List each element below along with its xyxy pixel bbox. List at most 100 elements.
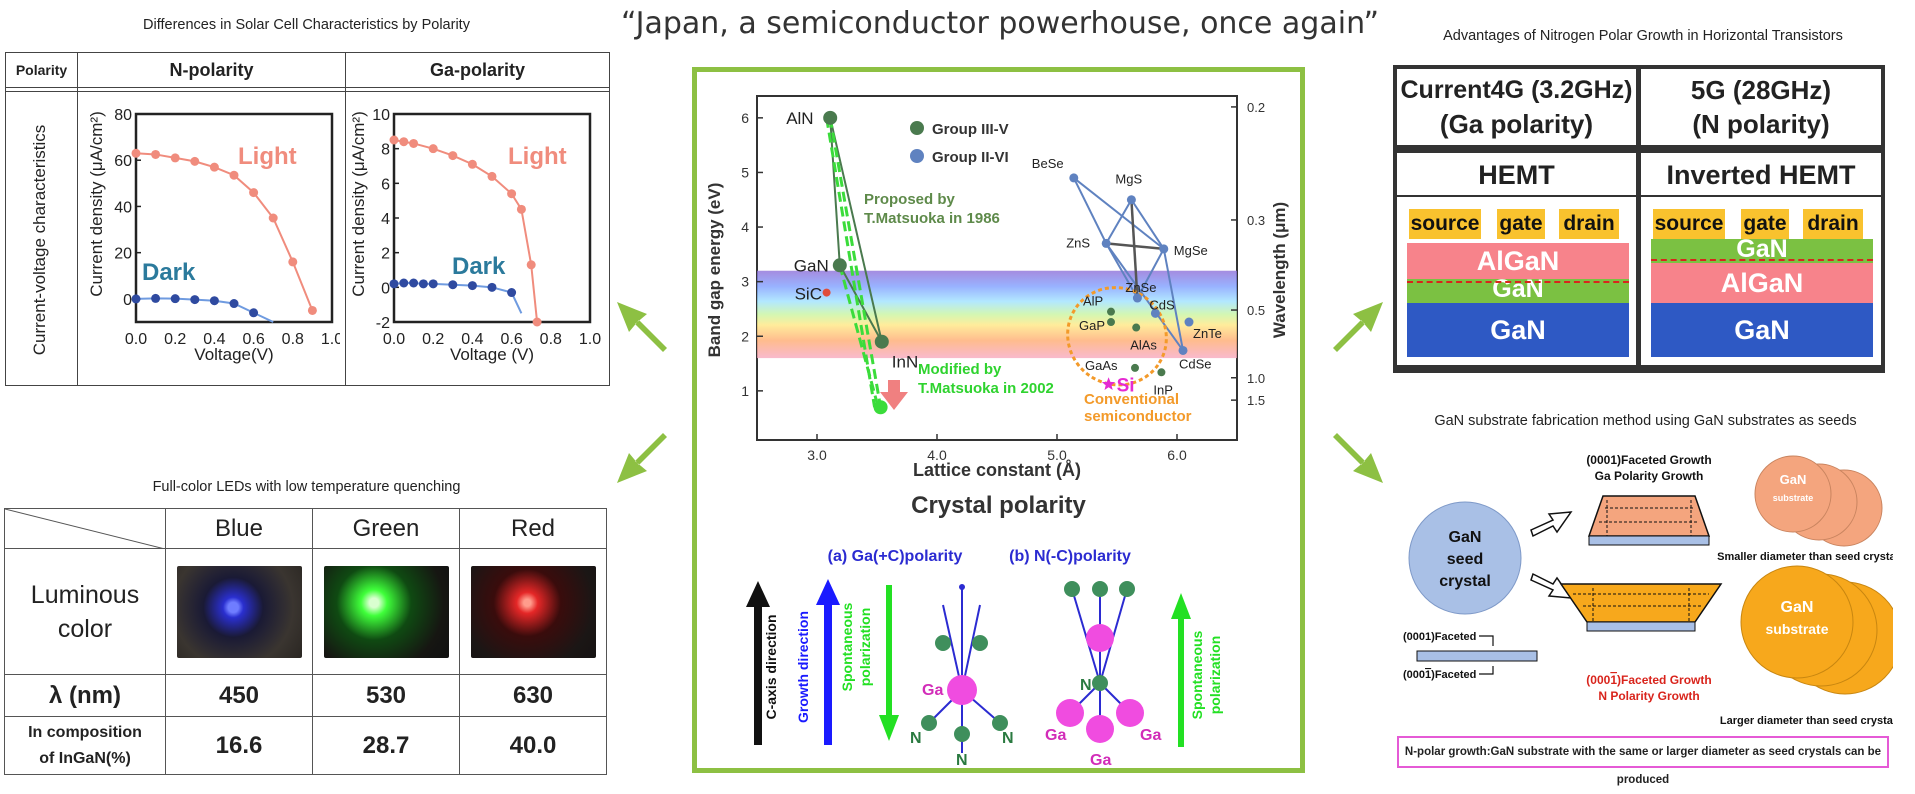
proposed-1986-line (829, 117, 883, 343)
ii-vi-line (1136, 248, 1165, 299)
data-point (399, 278, 409, 288)
inv-drain: drain (1803, 209, 1863, 239)
led-photo-cell-red (459, 548, 607, 675)
y2-tick-label: 1.0 (1247, 371, 1265, 386)
lambda-label: λ (nm) (4, 674, 166, 717)
transistor-panel-title: Advantages of Nitrogen Polar Growth in H… (1443, 28, 1843, 44)
hemt-label: HEMT (1478, 160, 1555, 190)
data-point (170, 294, 180, 304)
data-point (399, 137, 409, 147)
big-substrate-text: substrate (1765, 621, 1828, 637)
blue-led-photo (176, 565, 302, 658)
data-point (428, 144, 438, 154)
arrow-to-solar-icon (617, 302, 667, 352)
n-atom-label-3: N (956, 752, 968, 767)
y-tick-label: 4 (381, 211, 390, 228)
series-line (393, 282, 523, 314)
iii-v-point (1107, 307, 1115, 316)
hemt-gan-channel: GaN (1407, 277, 1629, 303)
lambda-red: 630 (459, 674, 607, 717)
data-point (526, 260, 536, 270)
bandgap-xlabel: Lattice constant (Å) (913, 460, 1081, 480)
big-gan-text: GaN (1781, 599, 1814, 616)
data-point (428, 279, 438, 289)
y2-tick-label: 0.3 (1247, 213, 1265, 228)
y-tick-label: 4 (741, 219, 749, 235)
luminous-color-label: Luminous color (4, 548, 166, 675)
y-tick-label: 20 (114, 246, 132, 263)
spont-label-2: polarization (857, 608, 873, 687)
data-point (409, 278, 419, 288)
y-tick-label: 6 (741, 110, 749, 126)
proposed-text-1: Proposed by (864, 191, 956, 208)
data-point (170, 153, 180, 163)
hemt-cell: HEMT source gate drain AlGaN GaN GaN (1397, 151, 1636, 365)
point-label: InP (1153, 382, 1173, 397)
conventional-text-1: Conventional (1084, 391, 1179, 408)
ga-atom-label-1: Ga (1045, 727, 1066, 744)
data-point (467, 159, 477, 169)
facet-arrow-bottom-icon (1479, 666, 1494, 675)
lambda-blue: 450 (165, 674, 313, 717)
proposed-text-2: T.Matsuoka in 1986 (864, 210, 1000, 227)
point-label: CdSe (1179, 356, 1212, 371)
iii-v-point (1131, 363, 1139, 372)
inverted-hemt-label: Inverted HEMT (1666, 160, 1856, 190)
data-point (209, 162, 219, 172)
ii-vi-line (1106, 242, 1164, 251)
large-growth-trapezoid (1559, 583, 1723, 623)
crystal-diagram: (a) Ga(+C)polarity (b) N(-C)polarity C-a… (746, 548, 1223, 767)
x-tick-label: 4.0 (927, 447, 947, 463)
point-label: InN (892, 353, 918, 372)
data-point (190, 156, 200, 166)
data-point (288, 257, 298, 267)
n-polarity-label: (b) N(-C)polarity (1009, 548, 1131, 565)
ii-vi-point (1101, 238, 1111, 248)
series-line (135, 152, 314, 311)
led-table: Blue Green Red Luminous color λ (nm) 450… (4, 508, 607, 775)
point-label: ZnS (1066, 235, 1090, 250)
data-point (448, 151, 458, 161)
x-tick-label: 0.6 (242, 331, 264, 348)
growth-arrow-icon (816, 579, 840, 745)
data-point (418, 279, 428, 289)
n-atom-label-1: N (910, 730, 922, 747)
data-point (448, 280, 458, 290)
iii-v-point (1107, 318, 1115, 327)
ii-vi-point (1132, 293, 1142, 303)
point-label: ZnTe (1193, 326, 1222, 341)
left-header-line-2: (Ga polarity) (1439, 109, 1594, 139)
iii-v-point (1157, 368, 1166, 377)
data-point (190, 295, 200, 305)
left-header-line-1: Current4G (3.2GHz) (1400, 76, 1633, 104)
si-label: Si (1117, 375, 1135, 396)
y2-tick-label: 0.5 (1247, 303, 1265, 318)
ga-polarity-label: (a) Ga(+C)polarity (828, 548, 963, 565)
ga-growth-text-1: (0001)Faceted Growth (1586, 453, 1711, 467)
ii-vi-line (1105, 242, 1139, 299)
spont-arrow-down-icon (879, 585, 899, 741)
modified-text-1: Modified by (918, 361, 1002, 378)
hemt-gan-substrate: GaN (1407, 303, 1629, 357)
point-label: AlN (786, 109, 813, 128)
y-tick-label: 8 (381, 142, 390, 159)
data-point (532, 317, 542, 327)
spont-arrow-up-icon (1171, 593, 1191, 747)
seed-line-2: seed (1447, 551, 1483, 568)
faceted-bottom-text: (0001)Faceted (1403, 669, 1476, 681)
composition-blue: 16.6 (165, 716, 313, 775)
spont-label-1: Spontaneous (839, 602, 855, 691)
data-point (151, 149, 161, 159)
right-header-cell: 5G (28GHz) (N polarity) (1641, 69, 1881, 145)
small-substrate-text: substrate (1773, 493, 1814, 503)
data-point (249, 308, 259, 318)
modified-2002-line (828, 117, 883, 408)
small-gan-text: GaN (1780, 472, 1807, 487)
data-point (389, 135, 399, 145)
y-tick-label: 0 (381, 280, 390, 297)
composition-green: 28.7 (312, 716, 460, 775)
arrow-to-substrate-icon (1333, 433, 1383, 483)
sic-point (822, 288, 831, 297)
polarity-header: Polarity (15, 62, 68, 78)
